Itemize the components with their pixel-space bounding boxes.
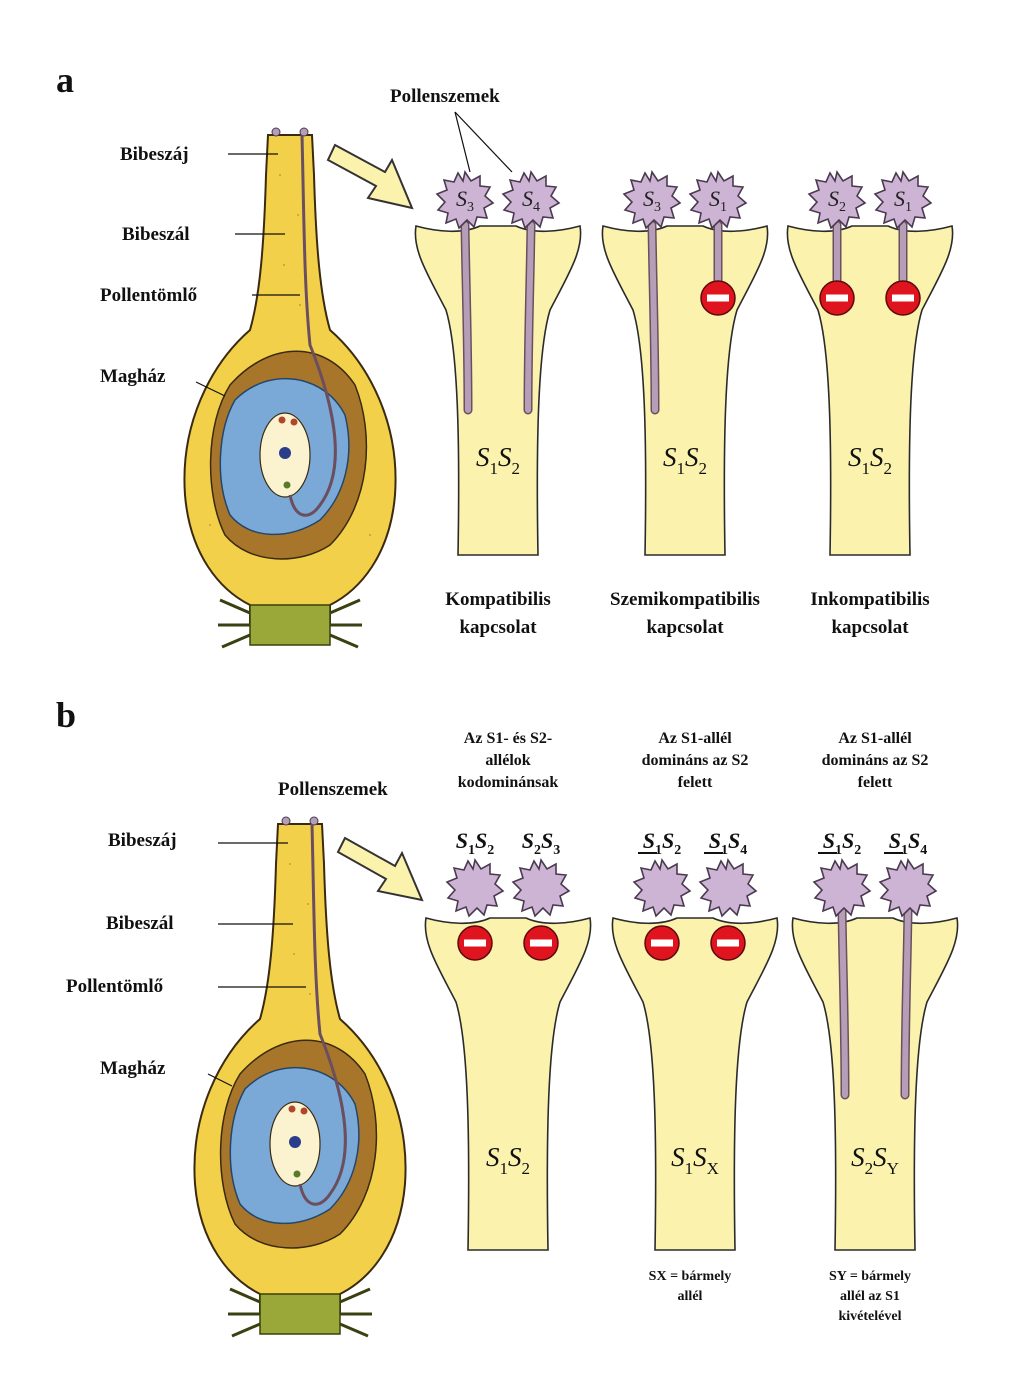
header-b-2-1: Az S1-allél: [658, 730, 732, 747]
caption-a-3-1: Inkompatibilis: [810, 589, 929, 610]
tube-b-3-2: [902, 907, 911, 1098]
label-ovary-a: Magház: [100, 366, 166, 387]
pollen-genotype-b-3-2: S1S4: [889, 828, 928, 858]
header-b-1-2: allélok: [485, 752, 530, 769]
panel-b-letter: b: [56, 695, 76, 735]
label-stigma-a: Bibeszáj: [120, 144, 189, 165]
block-b-1-2: [523, 925, 559, 961]
caption-a-2-1: Szemikompatibilis: [610, 589, 760, 610]
tube-a-1-2: [525, 222, 534, 413]
pollen-title-b: Pollenszemek: [278, 779, 388, 800]
caption-a-1-2: kapcsolat: [459, 617, 537, 638]
label-style-b: Bibeszál: [106, 913, 174, 934]
tube-b-3-1: [839, 907, 848, 1098]
style-genotype-a-3: S1S2: [848, 442, 892, 478]
pollen-b-2-2: [699, 859, 757, 917]
block-b-2-1: [644, 925, 680, 961]
label-stigma-b: Bibeszáj: [108, 830, 177, 851]
label-pollen-tube-a: Pollentömlő: [100, 285, 197, 306]
arrow-b: [336, 836, 424, 902]
label-ovary-b: Magház: [100, 1058, 166, 1079]
footnote-b-3-3: kivételével: [839, 1309, 902, 1324]
header-b-3-1: Az S1-allél: [838, 730, 912, 747]
style-genotype-a-2: S1S2: [663, 442, 707, 478]
block-b-2-2: [710, 925, 746, 961]
style-a-1: [414, 224, 582, 556]
header-b-2-2: domináns az S2: [642, 752, 749, 769]
pollen-b-3-1: [813, 859, 871, 917]
style-b-2: [611, 916, 779, 1251]
style-b-3: [791, 916, 959, 1251]
block-b-1-1: [457, 925, 493, 961]
caption-a-1-1: Kompatibilis: [445, 589, 551, 610]
pollen-b-1-1: [446, 859, 504, 917]
header-b-1-1: Az S1- és S2-: [464, 730, 552, 747]
pollen-allele-a-3-2: S1: [894, 186, 912, 215]
header-b-2-3: felett: [678, 774, 713, 791]
caption-a-3-2: kapcsolat: [831, 617, 909, 638]
panel-a-letter: a: [56, 60, 74, 100]
header-b-1-3: kodominánsak: [458, 774, 559, 791]
tube-a-1-1: [462, 222, 471, 413]
header-b-3-3: felett: [858, 774, 893, 791]
pollen-allele-a-2-2: S1: [709, 186, 727, 215]
flower-labels-a: Bibeszáj Bibeszál Pollentömlő Magház: [100, 144, 300, 397]
arrow-a: [326, 143, 414, 210]
tube-a-2-1: [649, 222, 658, 413]
pollen-genotype-b-1-2: S2S3: [522, 828, 561, 858]
block-a-3-2: [885, 280, 921, 316]
footnote-b-2-2: allél: [678, 1289, 703, 1304]
style-genotype-b-1: S1S2: [486, 1142, 530, 1178]
pollen-allele-a-1-2: S4: [522, 186, 540, 215]
style-genotype-a-1: S1S2: [476, 442, 520, 478]
pollen-genotype-b-2-1: S1S2: [643, 828, 682, 858]
header-b-3-2: domináns az S2: [822, 752, 929, 769]
footnote-b-3-2: allél az S1: [840, 1289, 900, 1304]
flower-labels-b: Bibeszáj Bibeszál Pollentömlő Magház: [66, 830, 306, 1087]
pollen-genotype-b-3-1: S1S2: [823, 828, 862, 858]
label-style-a: Bibeszál: [122, 224, 190, 245]
style-a-2: [601, 224, 769, 556]
pollen-b-1-2: [512, 859, 570, 917]
flower-diagram-b: [193, 816, 407, 1338]
pollen-allele-a-1-1: S3: [456, 186, 474, 215]
pollen-genotype-b-1-1: S1S2: [456, 828, 495, 858]
pollen-b-2-1: [633, 859, 691, 917]
label-pollen-tube-b: Pollentömlő: [66, 976, 163, 997]
style-genotype-b-2: S1SX: [671, 1142, 719, 1178]
block-a-3-1: [819, 280, 855, 316]
footnote-b-3-1: SY = bármely: [829, 1269, 911, 1284]
style-genotype-b-3: S2SY: [851, 1142, 899, 1178]
flower-diagram-a: [183, 127, 397, 649]
style-b-1: [424, 916, 592, 1251]
block-a-2-2: [700, 280, 736, 316]
footnote-b-2-1: SX = bármely: [649, 1269, 732, 1284]
pollen-allele-a-3-1: S2: [828, 186, 846, 215]
caption-a-2-2: kapcsolat: [646, 617, 724, 638]
pollen-b-3-2: [879, 859, 937, 917]
pollen-allele-a-2-1: S3: [643, 186, 661, 215]
pollen-genotype-b-2-2: S1S4: [709, 828, 748, 858]
pollen-title-a: Pollenszemek: [390, 86, 500, 107]
style-a-3: [786, 224, 954, 556]
